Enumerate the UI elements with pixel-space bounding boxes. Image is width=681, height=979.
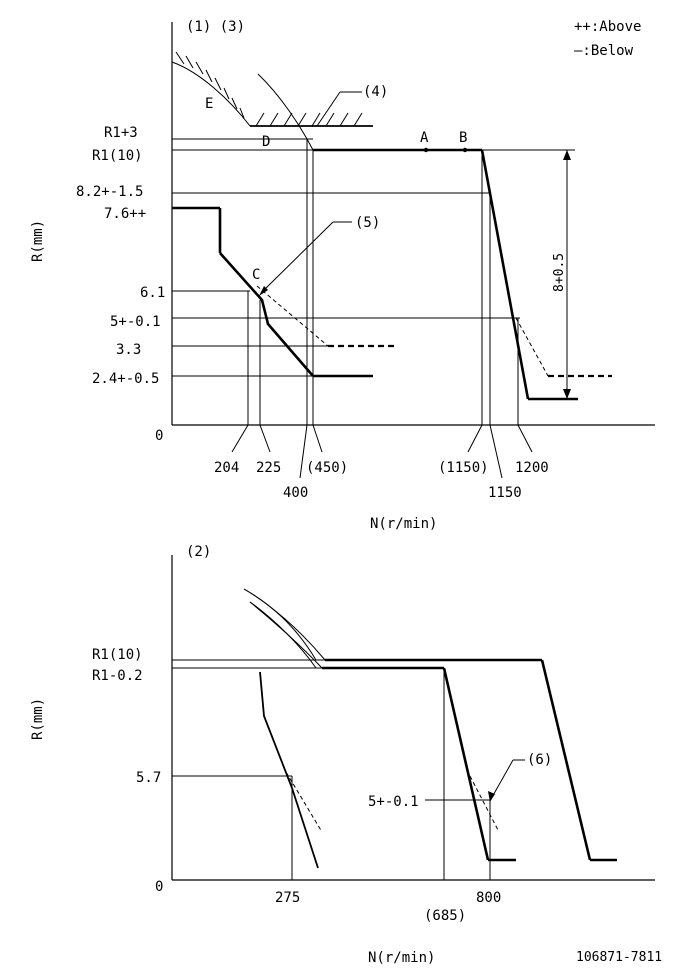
- x-label-1200: 1200: [515, 460, 549, 476]
- point-b: [462, 147, 468, 153]
- bottom-x-label-800: 800: [476, 890, 501, 906]
- y-label-3-3: 3.3: [116, 342, 141, 358]
- bottom-r1m-droop: [442, 667, 490, 861]
- x-label-1150-paren: (1150): [438, 460, 489, 476]
- callout-6-leader: [490, 759, 514, 800]
- y-label-5: 5+-0.1: [110, 314, 161, 330]
- point-e-label: E: [205, 96, 213, 112]
- bottom-chart: (2) R(mm) N(r/min) 0 (: [30, 544, 655, 966]
- y-label-r1: R1(10): [92, 148, 143, 164]
- point-a-label: A: [420, 130, 429, 146]
- bottom-start-curve: [259, 671, 319, 869]
- callout-6: (6): [527, 752, 552, 768]
- point-d-label: D: [262, 134, 270, 150]
- bottom-origin: 0: [155, 879, 163, 895]
- y-label-8-2: 8.2+-1.5: [76, 184, 143, 200]
- callout-4-leader: [316, 91, 341, 127]
- x-label-1150: 1150: [488, 485, 522, 501]
- x-label-450: (450): [306, 460, 348, 476]
- y-label-2-4: 2.4+-0.5: [92, 371, 159, 387]
- torque-curve: [257, 73, 314, 151]
- top-origin: 0: [155, 428, 163, 444]
- top-x-axis-label: N(r/min): [370, 516, 437, 532]
- bottom-r1-droop: [540, 659, 592, 861]
- top-chart: (1) (3) R(mm) N(r/min) 0 E: [30, 19, 655, 532]
- bottom-start-dashed: [285, 771, 323, 833]
- y-label-6-1: 6.1: [140, 285, 165, 301]
- x-label-400: 400: [283, 485, 308, 501]
- legend-above: ++:Above: [574, 19, 641, 35]
- governor-below-dashed: [515, 317, 549, 377]
- callout-5: (5): [355, 215, 380, 231]
- bottom-x-label-685: (685): [424, 908, 466, 924]
- governor-droop: [480, 149, 530, 400]
- callout-4: (4): [363, 84, 388, 100]
- dim-8-label: 8+0.5: [552, 253, 567, 292]
- bottom-y-label-5-7: 5.7: [136, 770, 161, 786]
- x-label-225: 225: [256, 460, 281, 476]
- x-label-204: 204: [214, 460, 239, 476]
- start-decay: [219, 252, 314, 377]
- y-label-r1-plus3: R1+3: [104, 125, 138, 141]
- bottom-x-label-275: 275: [275, 890, 300, 906]
- point-b-label: B: [459, 130, 467, 146]
- stop-line-hatch: [255, 112, 363, 127]
- bottom-y-label-r1m: R1-0.2: [92, 668, 143, 684]
- start-below-dashed: [256, 285, 329, 347]
- top-y-axis-label: R(mm): [30, 220, 46, 262]
- bottom-curve-outer: [243, 588, 317, 661]
- y-label-7-6: 7.6++: [104, 206, 146, 222]
- point-a: [423, 147, 429, 153]
- bottom-y-axis-label: R(mm): [30, 698, 46, 740]
- bottom-curve-inner: [249, 601, 317, 669]
- legend-below: —:Below: [574, 43, 634, 59]
- bottom-y-label-r1: R1(10): [92, 647, 143, 663]
- bottom-panel-label: (2): [186, 544, 211, 560]
- boundary-e-hatch: [175, 51, 245, 119]
- bottom-below-dashed: [469, 775, 499, 831]
- point-c-label: C: [252, 267, 260, 283]
- boundary-e-curve: [171, 61, 251, 127]
- top-panel-label: (1) (3): [186, 19, 245, 35]
- part-number: 106871-7811: [576, 950, 662, 965]
- bottom-x-axis-label: N(r/min): [368, 950, 435, 966]
- callout-5-leader: [261, 221, 334, 293]
- bottom-y-label-5: 5+-0.1: [368, 794, 419, 810]
